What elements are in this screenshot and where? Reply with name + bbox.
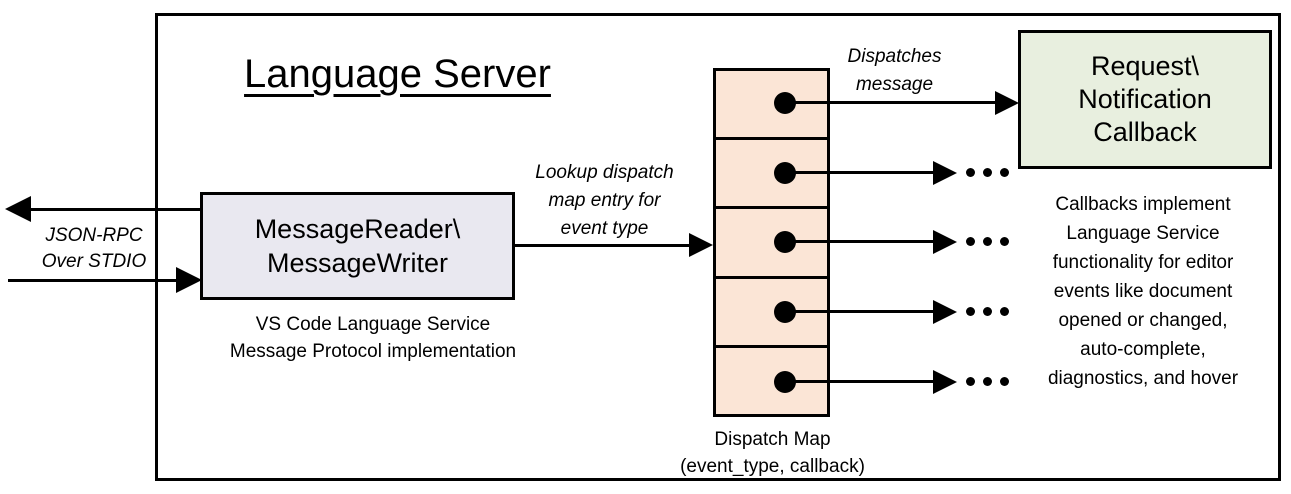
arrowhead-right-icon <box>933 230 957 254</box>
arrowhead-right-icon <box>689 233 713 257</box>
stdio-input-arrow <box>8 279 178 282</box>
stdio-output-arrow <box>30 208 200 211</box>
dispatch-map-caption: Dispatch Map (event_type, callback) <box>680 429 865 477</box>
diagram-title-text: Language Server <box>244 52 551 96</box>
ellipsis <box>966 307 1009 316</box>
arrowhead-right-icon <box>933 161 957 185</box>
lookup-arrow <box>515 244 691 247</box>
arrowhead-left-icon <box>5 196 31 222</box>
message-reader-writer-box: MessageReader\ MessageWriter <box>200 192 515 300</box>
json-rpc-stdio-label: JSON-RPC Over STDIO <box>41 225 147 272</box>
reader-writer-caption: VS Code Language Service Message Protoco… <box>229 314 517 362</box>
arrowhead-right-icon <box>933 370 957 394</box>
ellipsis <box>966 168 1009 177</box>
ellipsis <box>966 377 1009 386</box>
callbacks-description: Callbacks implement Language Service fun… <box>1047 194 1239 389</box>
request-notification-callback-box: Request\ Notification Callback <box>1018 30 1272 169</box>
dispatch-map-cell <box>716 71 827 141</box>
dispatch-row-arrow <box>785 171 935 174</box>
dispatch-row-arrow <box>785 101 997 104</box>
dispatch-row-arrow <box>785 310 935 313</box>
dispatch-map-cell <box>716 140 827 210</box>
dispatches-message-label: Dispatches message <box>847 46 942 95</box>
arrowhead-right-icon <box>933 300 957 324</box>
arrowhead-right-icon <box>176 267 202 293</box>
dispatch-map-cell <box>716 209 827 279</box>
arrowhead-right-icon <box>995 91 1019 115</box>
ellipsis <box>966 237 1009 246</box>
dispatch-row-arrow <box>785 240 935 243</box>
dispatch-row-arrow <box>785 380 935 383</box>
diagram-title: Language Server <box>225 50 570 98</box>
dispatch-map-cell <box>716 278 827 348</box>
lookup-dispatch-label: Lookup dispatch map entry for event type <box>535 162 674 239</box>
